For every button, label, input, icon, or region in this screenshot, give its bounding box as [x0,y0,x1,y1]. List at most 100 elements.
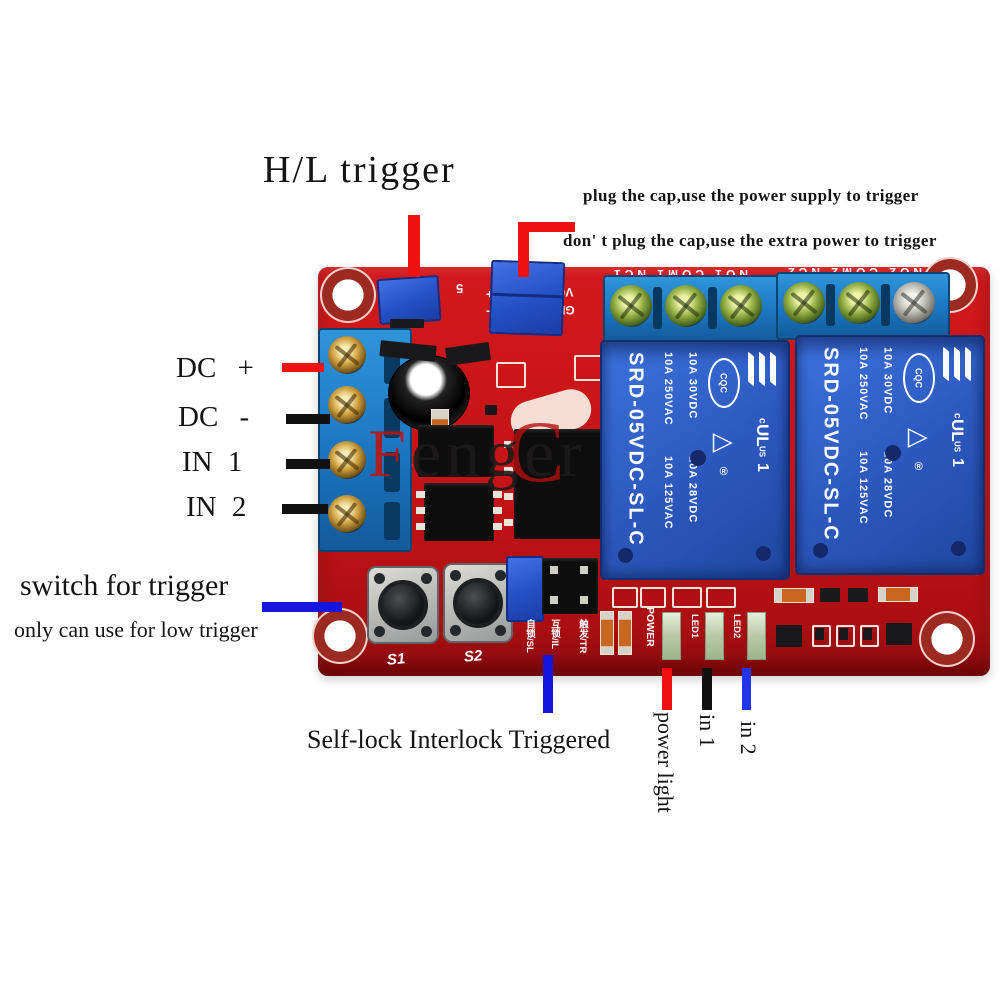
ic-pin [416,507,425,514]
screw-dc-plus [328,336,366,374]
label-in2-wire: in 2 [736,721,761,755]
relay-rivet [813,543,828,558]
smd-component [839,628,848,640]
relay-rating-dc2: 10A 28VDC [686,456,699,524]
cap-pointer-line-horizontal [518,222,575,232]
terminal-slot [384,502,400,540]
relay-rivet [951,541,966,556]
header-pin [580,566,588,574]
relay-rating-ac2: 10A 125VAC [856,451,869,525]
input-terminal-block [318,328,412,552]
label-switch-for-trigger: switch for trigger [20,569,229,602]
relay-module-pcb: NO1 COM1 NC1 NO2 COM2 NC2 TRU+ TRU- VCC … [312,257,990,676]
smd-pad [860,625,879,647]
label-low-trigger-note: only can use for low trigger [14,617,258,642]
button-s2 [443,563,513,643]
relay-rivet [885,445,901,461]
label-self-lock: Self-lock Interlock Triggered [307,725,611,754]
ic-pin [493,523,502,530]
smd-pad [496,362,526,388]
in1-wire [286,459,330,469]
screw-nc1 [720,285,762,327]
triangle-cert-logo: △ [709,433,739,453]
hl-trigger-jumper-cap [376,274,442,326]
resistor [618,611,632,655]
screw-in1 [328,441,366,479]
mounting-hole-bottom-right [919,611,975,667]
ul-c: c [756,418,768,424]
label-in2: IN 2 [186,491,247,523]
screw-com1 [665,285,707,327]
mounting-hole-bottom-left [312,608,368,664]
terminal-slot [653,287,662,329]
silkscreen-s2: S2 [463,647,484,666]
smd-component [848,588,868,602]
diode-smd [878,587,918,602]
label-dc-plus: DC + [176,352,254,384]
terminal-slot [826,284,835,326]
header-pin [550,566,558,574]
silkscreen-power: POWER [644,607,656,647]
relay-rivet [690,450,706,466]
relay-model-text: SRD-05VDC-SL-C [624,352,647,547]
silkscreen-5: 5 [456,281,464,296]
label-dont-plug-cap: don' t plug the cap,use the extra power … [563,231,937,250]
screw-com2 [838,282,880,324]
mode-jumper-pointer-line [543,655,553,713]
transistor-smd [886,623,912,645]
hl-trigger-pointer-line [408,215,420,277]
silkscreen-interlock: 互锁/IL [549,619,560,650]
optocoupler-ic [416,483,502,541]
registered-mark: ® [912,461,925,473]
label-in1: IN 1 [182,446,243,478]
dc-plus-wire [282,363,324,372]
registered-mark: ® [717,466,730,478]
relay-rating-dc2: 10A 28VDC [881,451,894,519]
in2-wire [282,504,328,514]
button-s1 [367,566,439,644]
silkscreen-trigger: 触发/TR [577,619,588,654]
screw-in2 [328,495,366,533]
smd-component [863,628,872,640]
terminal-slot [881,284,890,326]
silkscreen-led1: LED1 [689,614,700,639]
jumper-cap-divider [492,292,563,299]
cap-pointer-line-vertical [518,222,529,277]
ic-pin [493,507,502,514]
ul-logo: UL [948,418,968,442]
mounting-hole-top-left [320,267,376,323]
dip8-ic [504,429,618,539]
screw-no1 [610,285,652,327]
label-power-light: power light [653,712,678,813]
songle-logo [742,351,782,390]
ic-pin [416,491,425,498]
label-dc-minus: DC - [178,401,250,433]
relay-rating-ac2: 10A 125VAC [661,456,674,530]
mode-jumper-cap [506,556,544,622]
screw-nc2 [893,282,935,324]
label-in1-wire: in 1 [695,714,720,748]
ul-us: US [952,441,962,453]
relay-1: SRD-05VDC-SL-C 10A 250VAC 10A 125VAC 10A… [600,340,790,580]
smd-component [815,628,824,640]
header-pin [580,596,588,604]
screw-no2 [783,282,825,324]
terminal-slot [384,452,400,492]
ic-pin [504,441,513,448]
ul-c: c [951,413,963,419]
songle-logo [937,346,977,385]
jumper-pins [390,319,424,328]
silkscreen-s1: S1 [386,650,407,669]
smd-component [485,405,497,415]
ic-flat [418,425,494,477]
smd-pad [812,625,831,647]
cqc-logo: CQC [707,358,740,408]
switch-pointer-line [262,602,342,612]
power-led [662,612,681,660]
relay2-output-terminal [776,272,950,351]
smd-pad [706,587,736,608]
in1-bottom-wire [702,668,712,710]
relay1-output-terminal [603,275,779,354]
